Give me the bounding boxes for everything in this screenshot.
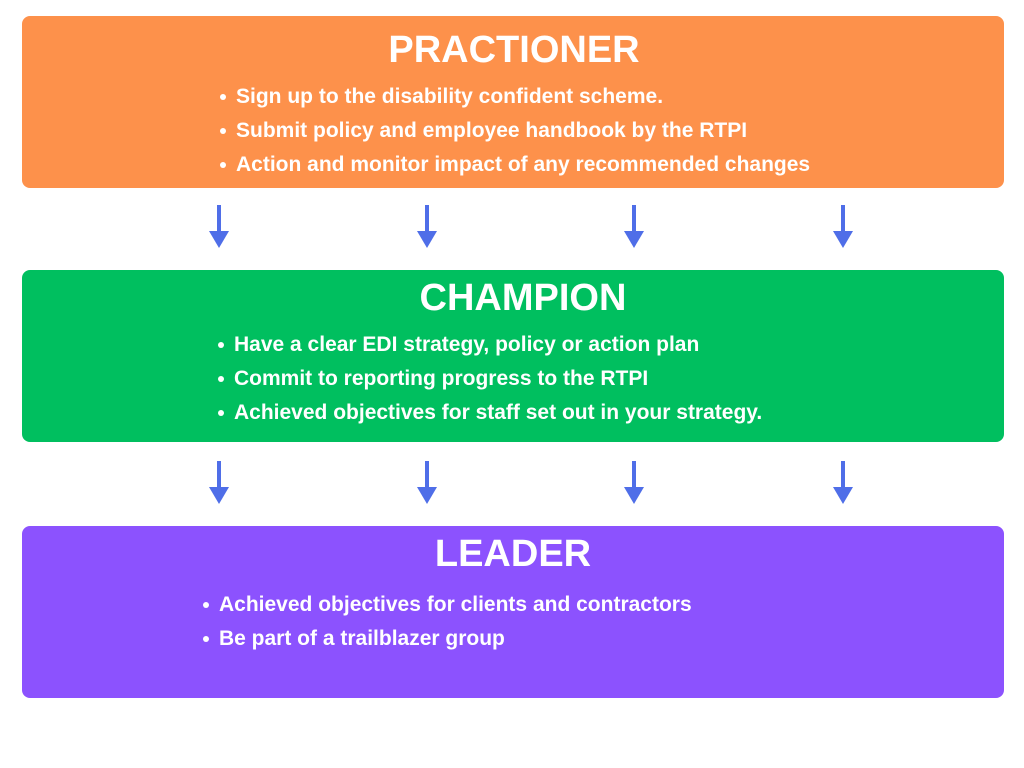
list-item: Achieved objectives for clients and cont… <box>203 588 692 622</box>
list-item-text: Sign up to the disability confident sche… <box>236 85 664 108</box>
arrow-down-icon <box>208 461 230 505</box>
list-item: Commit to reporting progress to the RTPI <box>218 362 762 396</box>
tier-title: LEADER <box>434 533 592 575</box>
list-item-text: Achieved objectives for staff set out in… <box>234 401 763 424</box>
connector-arrows <box>0 205 1024 249</box>
tier-items: Sign up to the disability confident sche… <box>220 80 810 182</box>
list-item-text: Achieved objectives for clients and cont… <box>219 593 692 616</box>
tier-leader: LEADER Achieved objectives for clients a… <box>22 526 1004 698</box>
arrow-down-icon <box>832 461 854 505</box>
list-item: Have a clear EDI strategy, policy or act… <box>218 328 762 362</box>
list-item: Be part of a trailblazer group <box>203 622 692 656</box>
list-item-text: Action and monitor impact of any recomme… <box>236 153 811 176</box>
list-item-text: Have a clear EDI strategy, policy or act… <box>234 333 700 356</box>
arrow-down-icon <box>623 205 645 249</box>
list-item-text: Submit policy and employee handbook by t… <box>236 119 748 142</box>
list-item: Action and monitor impact of any recomme… <box>220 148 810 182</box>
bullet-icon <box>218 342 224 348</box>
tier-practioner: PRACTIONER Sign up to the disability con… <box>22 16 1004 188</box>
list-item: Submit policy and employee handbook by t… <box>220 114 810 148</box>
bullet-icon <box>203 602 209 608</box>
tier-title: PRACTIONER <box>388 29 640 71</box>
arrow-down-icon <box>416 205 438 249</box>
bullet-icon <box>220 128 226 134</box>
arrow-down-icon <box>832 205 854 249</box>
connector-arrows <box>0 461 1024 505</box>
arrow-down-icon <box>416 461 438 505</box>
tier-title: CHAMPION <box>419 277 627 319</box>
tier-items: Achieved objectives for clients and cont… <box>203 588 692 656</box>
tier-champion: CHAMPION Have a clear EDI strategy, poli… <box>22 270 1004 442</box>
bullet-icon <box>218 376 224 382</box>
list-item: Sign up to the disability confident sche… <box>220 80 810 114</box>
tier-items: Have a clear EDI strategy, policy or act… <box>218 328 762 430</box>
bullet-icon <box>203 636 209 642</box>
list-item: Achieved objectives for staff set out in… <box>218 396 762 430</box>
list-item-text: Commit to reporting progress to the RTPI <box>234 367 649 390</box>
bullet-icon <box>220 94 226 100</box>
arrow-down-icon <box>208 205 230 249</box>
bullet-icon <box>220 162 226 168</box>
arrow-down-icon <box>623 461 645 505</box>
list-item-text: Be part of a trailblazer group <box>219 627 505 650</box>
bullet-icon <box>218 410 224 416</box>
